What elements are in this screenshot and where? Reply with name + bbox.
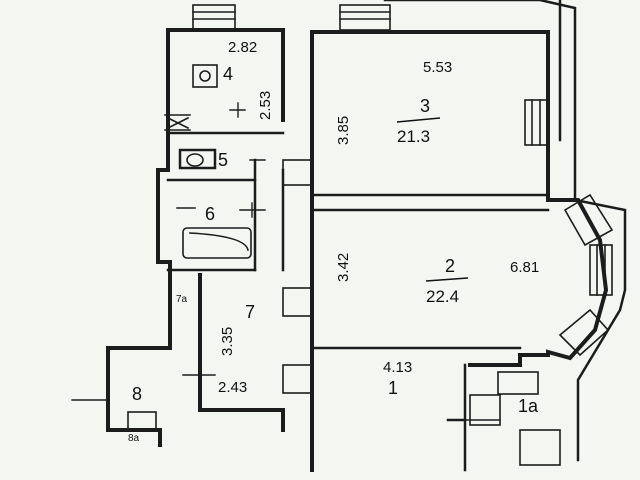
room-number-7a: 7a [176,294,188,305]
room-number-2: 2 [445,256,455,276]
room-number-3: 3 [420,96,430,116]
dimension-3-42: 3.42 [335,253,352,282]
dimension-3-85: 3.85 [335,116,352,145]
dimension-2-53: 2.53 [257,91,274,120]
window-openings [127,4,614,466]
dimension-labels: 2.82 2.53 5.53 3.85 3.42 6.81 3.35 2.43 … [218,39,539,396]
room-number-6: 6 [205,204,215,224]
room-area-3: 21.3 [397,127,430,146]
fixtures [164,64,252,259]
area-bars [396,117,469,282]
dimension-3-35: 3.35 [219,327,236,356]
room-number-8a: 8a [128,433,140,444]
room-number-1a: 1a [518,396,539,416]
room-number-7: 7 [245,302,255,322]
room-labels: 4 3 21.3 5 6 2 22.4 7 7a 1 1a 8 8a [128,64,539,444]
dimension-4-13: 4.13 [383,359,412,376]
room-number-5: 5 [218,150,228,170]
dimension-6-81: 6.81 [510,259,539,276]
room-number-1: 1 [388,378,398,398]
room-area-2: 22.4 [426,287,459,306]
room-number-8: 8 [132,384,142,404]
interior-walls [166,131,550,472]
outer-border [383,0,627,462]
dimension-2-43: 2.43 [218,379,247,396]
dimension-2-82: 2.82 [228,39,257,56]
room-number-4: 4 [223,64,233,84]
dimension-5-53: 5.53 [423,59,452,76]
door-marks [71,102,501,421]
